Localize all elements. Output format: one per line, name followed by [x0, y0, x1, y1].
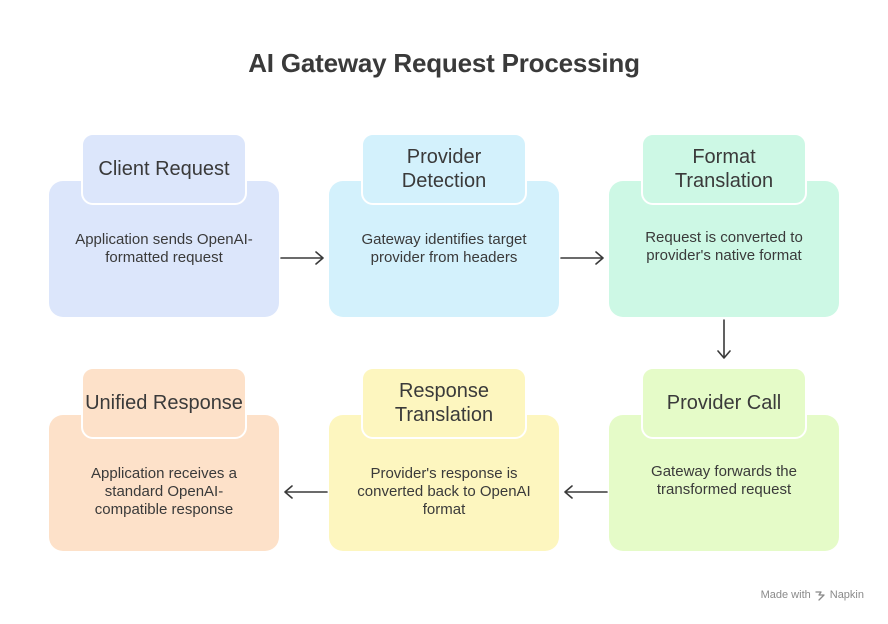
- step-title: Client Request: [81, 133, 247, 205]
- step-client-request: Client Request Application sends OpenAI-…: [49, 133, 279, 317]
- step-provider-detection: Provider Detection Gateway identifies ta…: [329, 133, 559, 317]
- made-with-napkin: Made with Napkin: [761, 589, 864, 601]
- diagram-title: AI Gateway Request Processing: [248, 48, 640, 78]
- step-description: Request is converted to provider's nativ…: [645, 229, 803, 264]
- step-response-translation: Response Translation Provider's response…: [329, 367, 559, 551]
- arrow-right-icon: [280, 251, 324, 265]
- step-description: Gateway forwards the transformed request: [651, 463, 797, 498]
- step-provider-call: Provider Call Gateway forwards the trans…: [609, 367, 839, 551]
- step-format-translation: Format Translation Request is converted …: [609, 133, 839, 317]
- napkin-brand: Napkin: [829, 589, 864, 601]
- step-title: Unified Response: [81, 367, 247, 439]
- made-with-label: Made with: [760, 589, 811, 601]
- napkin-logo-icon: [815, 590, 825, 601]
- step-title: Provider Detection: [361, 133, 527, 205]
- arrow-left-icon: [564, 485, 608, 499]
- step-description: Application receives a standard OpenAI-c…: [91, 465, 237, 518]
- step-description: Gateway identifies target provider from …: [361, 231, 527, 266]
- arrow-right-icon: [560, 251, 604, 265]
- step-description: Application sends OpenAI-formatted reque…: [75, 231, 253, 266]
- arrow-down-icon: [717, 319, 731, 359]
- step-title: Provider Call: [641, 367, 807, 439]
- step-title: Response Translation: [361, 367, 527, 439]
- step-unified-response: Unified Response Application receives a …: [49, 367, 279, 551]
- arrow-left-icon: [284, 485, 328, 499]
- step-description: Provider's response is converted back to…: [357, 465, 531, 518]
- step-title: Format Translation: [641, 133, 807, 205]
